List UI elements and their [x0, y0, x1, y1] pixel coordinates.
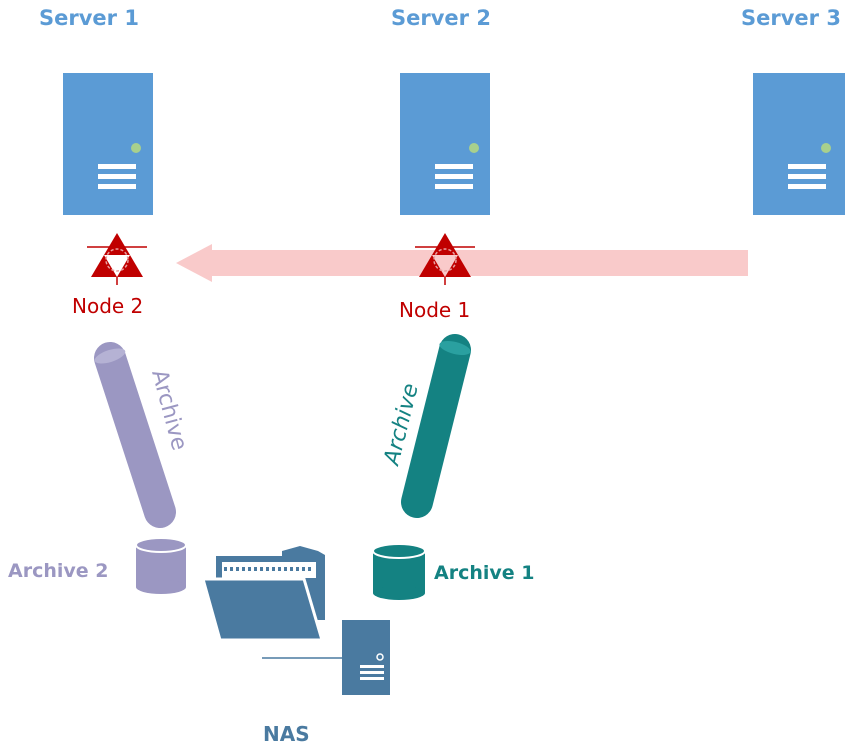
node-1-icon[interactable] [415, 233, 475, 285]
archive-2-label: Archive 2 [8, 560, 109, 582]
server-2-label: Server 2 [391, 6, 491, 30]
replication-arrow-icon [176, 244, 748, 282]
server-2-icon[interactable] [400, 73, 490, 215]
archive-1-label: Archive 1 [434, 562, 535, 584]
folder-icon [201, 546, 325, 642]
archive-1-database-icon[interactable] [372, 543, 426, 600]
server-1-label: Server 1 [39, 6, 139, 30]
archive-2-database-icon[interactable] [135, 537, 187, 594]
archive-link-right: Archive [379, 334, 471, 518]
nas-icon[interactable] [262, 620, 390, 695]
archive-link-left: Archive [94, 342, 192, 528]
node-1-label: Node 1 [399, 298, 471, 322]
server-1-icon[interactable] [63, 73, 153, 215]
nas-label: NAS [263, 722, 310, 746]
server-3-label: Server 3 [741, 6, 841, 30]
server-3-icon[interactable] [753, 73, 845, 215]
node-2-label: Node 2 [72, 294, 144, 318]
node-2-icon[interactable] [87, 233, 147, 285]
